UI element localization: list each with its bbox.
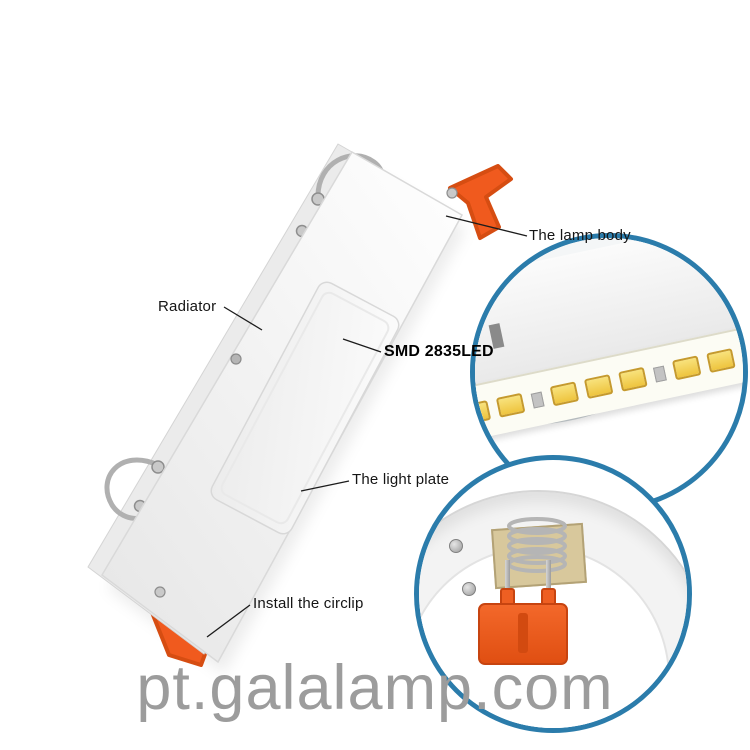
frame-screw xyxy=(462,582,476,596)
label-radiator: Radiator xyxy=(158,298,217,315)
label-light-plate: The light plate xyxy=(352,471,450,488)
frame-screw xyxy=(449,539,463,553)
watermark: pt.galalamp.com xyxy=(136,653,614,723)
led-chip xyxy=(549,381,580,407)
led-chip xyxy=(618,366,648,392)
label-install-circlip: Install the circlip xyxy=(253,595,364,612)
led-chip xyxy=(495,392,526,418)
orange-circlip-body xyxy=(478,603,568,665)
orange-clip-top xyxy=(448,164,513,240)
clip-pivot-bottom xyxy=(154,586,166,598)
led-chip xyxy=(706,348,736,374)
circlip-notch xyxy=(518,613,528,653)
leader-circlip xyxy=(206,604,251,638)
label-smd-led: SMD 2835LED xyxy=(384,343,494,360)
clip-pivot-top xyxy=(446,187,458,199)
edge-screw xyxy=(230,353,242,365)
light-plate xyxy=(210,281,400,535)
spring-screw-left-1 xyxy=(151,460,165,474)
label-lamp-body: The lamp body xyxy=(529,227,631,244)
circlip-spring xyxy=(507,517,567,573)
zoom-circle-circlip xyxy=(414,455,692,733)
leader-light-plate xyxy=(300,480,350,492)
leader-lamp-body xyxy=(445,215,528,237)
leader-radiator xyxy=(223,306,263,331)
leader-lines xyxy=(206,215,528,638)
led-chip xyxy=(671,355,702,381)
led-chip xyxy=(583,374,614,400)
resistor xyxy=(652,365,667,383)
resistor xyxy=(530,391,545,409)
leader-smd xyxy=(342,338,382,353)
